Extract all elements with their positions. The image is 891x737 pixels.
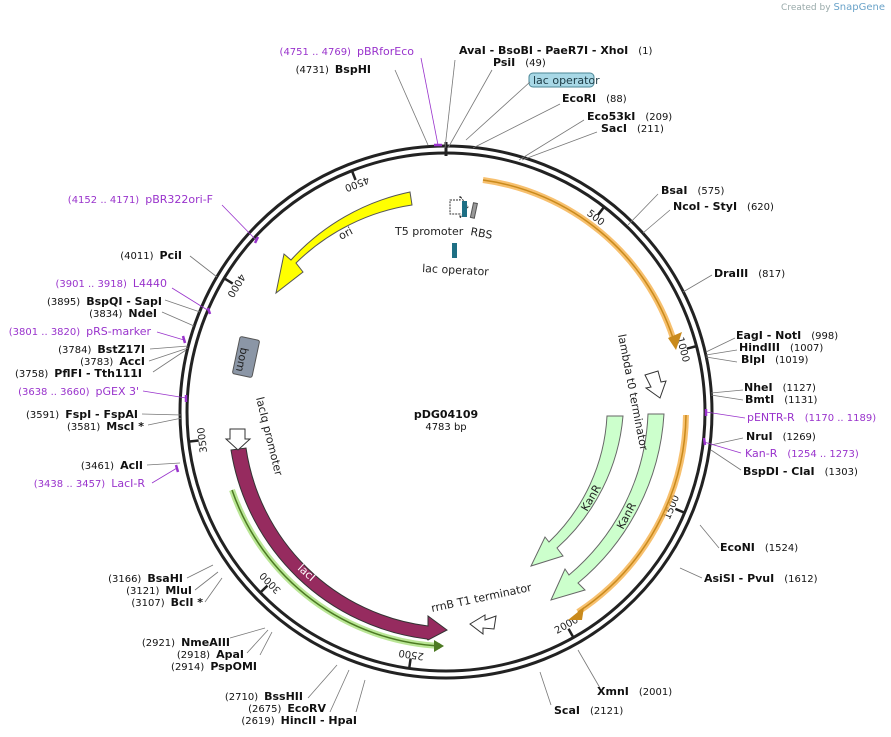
lac-operator-box-label: lac operator: [533, 74, 600, 87]
primer-label-l4440: (3901 .. 3918)L4440: [55, 277, 167, 290]
leader-lines: [141, 59, 744, 713]
rrnB-t1-terminator-arrow: [469, 614, 497, 636]
enzyme-label-acci: (3783)AccI: [80, 355, 145, 368]
ori-arrow: [275, 191, 413, 295]
plasmid-name: pDG04109: [414, 408, 478, 421]
orange-arc-right-head: [568, 607, 584, 620]
enzyme-label-scai: ScaI(2121): [554, 704, 623, 717]
scale-tick: [224, 277, 234, 285]
kanR-arrow-1: [530, 415, 624, 567]
enzyme-label-saci: SacI(211): [601, 122, 664, 135]
enzyme-label-ndei: (3834)NdeI: [89, 307, 157, 320]
enzyme-label-draiii: DraIII(817): [714, 267, 785, 280]
enzyme-label-nmeaiii: (2921)NmeAIII: [142, 636, 230, 649]
primer-label-prs-marker: (3801 .. 3820)pRS-marker: [9, 325, 152, 338]
green-arc-lacI-head: [434, 640, 444, 652]
lacI-arrow: [230, 447, 448, 641]
enzyme-label-mlui: (3121)MluI: [126, 584, 192, 597]
scale-tick: [597, 206, 605, 216]
enzyme-label-avai: AvaI - BsoBI - PaeR7I - XhoI(1): [459, 44, 653, 57]
enzyme-label-bspdi: BspDI - ClaI(1303): [743, 465, 858, 478]
enzyme-label-hindiii: HindIII(1007): [739, 341, 823, 354]
scale-tick: [260, 584, 269, 593]
scale-tick: [686, 345, 696, 350]
t5-promoter-label: T5 promoter: [394, 225, 464, 238]
enzyme-label-msci: (3581)MscI *: [67, 420, 144, 433]
snapgene-credit: Created by SnapGene: [781, 2, 885, 13]
enzyme-label-fspi: (3591)FspI - FspAI: [26, 408, 138, 421]
enzyme-label-bsai: BsaI(575): [661, 184, 724, 197]
bom-feature: [232, 336, 260, 378]
enzyme-label-eco53ki: Eco53kI(209): [587, 110, 672, 123]
enzyme-label-eagi: EagI - NotI(998): [736, 329, 838, 342]
scale-tick-label: 3500: [196, 427, 210, 454]
kanR-label-2: KanR: [614, 500, 639, 531]
lambda-t0-terminator-arrow: [644, 370, 667, 399]
lac-operator-box: [528, 72, 595, 88]
primer-label-kan-r: Kan-R(1254 .. 1273): [745, 447, 859, 460]
ori-label: ori: [336, 224, 355, 242]
enzyme-label-blpi: BlpI(1019): [741, 353, 808, 366]
credit-prefix: Created by: [781, 3, 831, 13]
plasmid-length: 4783 bp: [425, 422, 466, 433]
scale-tick: [351, 171, 357, 181]
primer-label-pentr-r: pENTR-R(1170 .. 1189): [747, 411, 876, 424]
enzyme-label-ecorv: (2675)EcoRV: [248, 702, 326, 715]
lacIq-promoter-arrow: [224, 428, 252, 451]
primer-label-pbrforeco: (4751 .. 4769)pBRforEco: [280, 45, 415, 58]
lacIq-promoter-label: lacIq promoter: [253, 396, 285, 478]
kanR-label-1: KanR: [578, 482, 604, 513]
rrnB-t1-terminator-label: rrnB T1 terminator: [430, 581, 533, 615]
snapgene-brand: SnapGene: [833, 2, 885, 13]
kanR-arrow-2: [550, 413, 665, 601]
enzyme-label-ncoi: NcoI - StyI(620): [673, 200, 774, 213]
scale-tick: [674, 507, 685, 514]
lac-operator-small: [462, 201, 467, 217]
enzyme-label-pcii: (4011)PciI: [120, 249, 182, 262]
scale-tick-label: 4500: [343, 174, 371, 193]
enzyme-label-econi: EcoNI(1524): [720, 541, 798, 554]
orange-arc-top: [482, 179, 674, 339]
enzyme-label-asisi: AsiSI - PvuI(1612): [704, 572, 818, 585]
enzyme-labels: AvaI - BsoBI - PaeR7I - XhoI(1) PsiI(49)…: [15, 44, 858, 727]
enzyme-label-apai: (2918)ApaI: [177, 648, 244, 661]
primer-label-laci-r: (3438 .. 3457)LacI-R: [34, 477, 146, 490]
orange-arc-top-head: [668, 332, 682, 350]
enzyme-label-psii: PsiI(49): [493, 56, 546, 69]
enzyme-label-xmni: XmnI(2001): [597, 685, 672, 698]
enzyme-label-nrui: NruI(1269): [746, 430, 816, 443]
scale-tick: [408, 658, 412, 668]
scale-tick-label: 4000: [224, 272, 247, 299]
lac-operator-label: lac operator: [422, 262, 490, 278]
rbs-feature: [469, 202, 479, 219]
primer-labels: (4751 .. 4769)pBRforEco (4152 .. 4171)pB…: [9, 45, 876, 490]
enzyme-label-ecori: EcoRI(88): [562, 92, 627, 105]
rbs-label: RBS: [469, 225, 493, 242]
scale-tick-label: 2500: [398, 647, 425, 662]
bom-label: bom: [233, 346, 251, 373]
enzyme-label-bsphi: (4731)BspHI: [296, 63, 371, 76]
primer-leader-lines: [142, 57, 746, 484]
enzyme-label-bsahi: (3166)BsaHI: [108, 572, 183, 585]
enzyme-label-hincii: (2619)HincII - HpaI: [241, 714, 357, 727]
lac-operator-feature: [452, 243, 457, 258]
orange-highlight-arc-top: [482, 177, 676, 339]
enzyme-label-pflfi: (3758)PflFI - Tth111I: [15, 367, 142, 380]
orange-arc-right: [577, 414, 687, 613]
enzyme-label-nhei: NheI(1127): [744, 381, 816, 394]
enzyme-label-bstz17i: (3784)BstZ17I: [58, 343, 145, 356]
primer-label-pbr322ori-f: (4152 .. 4171)pBR322ori-F: [68, 193, 213, 206]
enzyme-label-acli: (3461)AclI: [81, 459, 143, 472]
enzyme-label-bcli: (3107)BclI *: [131, 596, 203, 609]
enzyme-label-pspomi: (2914)PspOMI: [171, 660, 257, 673]
scale-tick: [189, 439, 199, 443]
scale-tick: [567, 628, 575, 638]
green-arc-lacI: [231, 489, 441, 647]
enzyme-label-bsshii: (2710)BssHII: [225, 690, 303, 703]
enzyme-label-bmti: BmtI(1131): [745, 393, 818, 406]
enzyme-label-bspqi: (3895)BspQI - SapI: [47, 295, 162, 308]
primer-label-pgex3: (3638 .. 3660)pGEX 3': [18, 385, 139, 398]
